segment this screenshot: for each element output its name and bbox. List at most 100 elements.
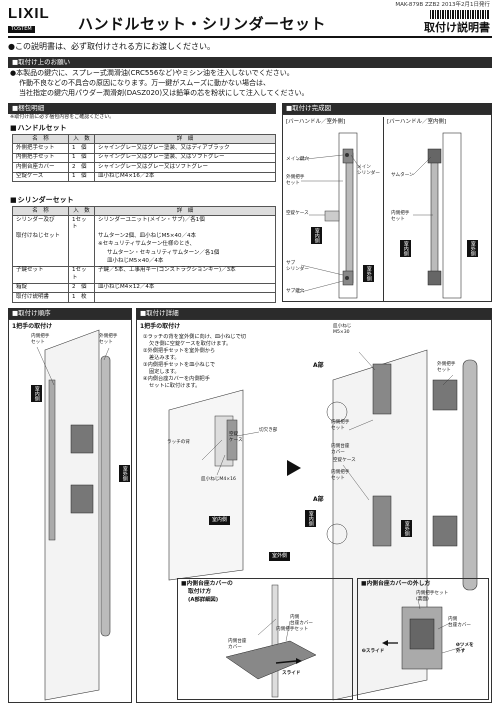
detail-step-line: セットに取付けます。: [149, 383, 201, 390]
table-cell: [68, 249, 95, 258]
screw-m4-label: 皿小ねじM4×16: [201, 477, 236, 482]
latch-back-label: ラッチの背: [167, 440, 190, 445]
notice: ●この説明書は、必ず取付けされる方にお渡しください。: [8, 42, 215, 51]
table-cell: 1 個: [68, 171, 95, 183]
table-cell: シャイングレー又はグレー塗装、又はディアブラック: [94, 143, 276, 154]
order-inner-handle-label: 内側把手 セット: [31, 334, 50, 345]
detail-step-line: 差込みます。: [149, 355, 180, 362]
detail-step-line: ④内側台座カバーを内側把手: [143, 376, 210, 383]
detail-inner-handle-label: 内側把手 セット: [331, 420, 350, 431]
left-caption: [バーハンドル／室外側]: [286, 119, 346, 125]
caution-heading: ■取付け上のお願い: [8, 57, 492, 68]
contents-heading: ■梱包明細: [8, 103, 276, 114]
sub-brand: TOSTEM: [8, 26, 35, 33]
column-header: 詳 細: [94, 133, 276, 145]
table-cell: ※セキュリティサムターン仕様のとき、: [94, 240, 276, 250]
table-cell: 内側台座カバー: [12, 162, 69, 173]
right-caption: [バーハンドル／室内側]: [387, 119, 447, 125]
barcode: [430, 10, 490, 19]
detail-outdoor-tag: 室外側: [269, 552, 291, 561]
table-cell: 内側把手セット: [12, 152, 69, 164]
cover-install-slide-label: スライド: [282, 671, 301, 676]
order-outdoor-tag: 室外側: [119, 465, 130, 482]
caution-line: ●本製品の鍵穴に、スプレー式潤滑油(CRC556など)やミシン油を注入しないでく…: [10, 69, 294, 77]
table-cell: 1 個: [68, 152, 95, 164]
brand-logo: LIXIL TOSTEM: [8, 4, 56, 33]
detail-step-line: ①ラッチの背を室外側に向け、皿小ねじで切: [143, 334, 246, 340]
table-cell: 子鍵セット: [12, 265, 69, 284]
table-cell: [68, 257, 95, 267]
screw-m5-label: 皿小ねじ M5×30: [333, 324, 352, 335]
outdoor-tag: 室外側: [363, 265, 374, 282]
completed-view-drawing: [296, 132, 462, 299]
detail-heading-text: 取付け詳細: [146, 309, 179, 317]
sub-key-hole-label: サブ鍵穴: [286, 289, 305, 294]
order-outer-handle-label: 外側把手 セット: [99, 334, 118, 345]
detail-step-line: 欠き側に空錠ケースを取付けます。: [149, 341, 232, 348]
handle-set-title: ハンドルセット: [10, 124, 67, 133]
contents-note: ※取付け前に必ず梱包内容をご確認ください。: [10, 114, 115, 120]
cover-install-panel: ■内側台座カバーの 取付け方 (A部詳細図) 内側把手セット 内側 台座カバー …: [177, 578, 353, 700]
doc-code: MAK-879B ZZB2 2013年2月1日発行: [395, 2, 490, 8]
completed-view-panel: [バーハンドル／室外側] [バーハンドル／室内側] メイン鍵穴 外側把手 セット…: [282, 114, 492, 302]
cover-install-cover-label-2: 内側台座 カバー: [228, 639, 247, 650]
inner-handle-label: 内側把手 セット: [391, 211, 410, 222]
table-cell: 取付け説明書: [12, 292, 69, 303]
table-cell: シリンダー及び: [12, 215, 69, 233]
table-cell: シャイングレー又はグレー又はソフトグレー: [94, 162, 276, 173]
completed-view-heading-text: 取付け完成図: [292, 104, 332, 112]
order-drawing: [36, 329, 111, 701]
column-header: 入 数: [68, 205, 95, 217]
table-cell: [68, 240, 95, 250]
part-a-label-2: A部: [313, 496, 324, 503]
cover-remove-tab-label: ❶ツメを 外す: [456, 643, 474, 654]
detail-drawing: [168, 349, 478, 701]
table-cell: [12, 257, 69, 267]
caution-line: 作動不良などの不具合の原因になります。万一鍵がスムーズに動かない場合は、: [19, 79, 270, 88]
table-cell: 2 個: [68, 282, 95, 294]
table-cell: 取付けねじセット: [12, 232, 69, 241]
cover-remove-title: ■内側台座カバーの外し方: [361, 581, 431, 587]
notch-label: 切欠き部: [259, 428, 278, 433]
outdoor-tag-2: 室外側: [467, 240, 478, 257]
main-cylinder-label: メイン シリンダー: [357, 165, 380, 176]
order-panel: 1把手の取付け 内側把手 セット 外側把手 セット 室内側 室外側: [8, 319, 132, 703]
detail-step-line: ②外側把手セットを室外側から: [143, 348, 216, 355]
detail-steps: ①ラッチの背を室外側に向け、皿小ねじで切 欠き側に空錠ケースを取付けます。 ②外…: [143, 334, 246, 390]
part-a-label: A部: [313, 362, 324, 369]
cover-remove-drawing: [382, 598, 463, 670]
table-cell: [94, 292, 276, 303]
table-row: ※セキュリティサムターン仕様のとき、: [12, 240, 276, 250]
column-header: 名 称: [12, 133, 69, 145]
cover-remove-handle-label: 内側把手セット (裏面): [416, 591, 449, 602]
column-header: 入 数: [68, 133, 95, 145]
indoor-tag-2: 室内側: [400, 240, 411, 257]
caution-text: ●本製品の鍵穴に、スプレー式潤滑油(CRC556など)やミシン油を注入しないでく…: [10, 68, 309, 98]
indoor-tag: 室内側: [311, 227, 322, 244]
detail-outer-handle-label: 外側把手 セット: [437, 362, 456, 373]
table-row: 皿小ねじM5×40／4本: [12, 257, 276, 267]
detail-heading: ■取付け詳細: [136, 308, 492, 319]
table-row: 取付けねじセットサムターン2個、皿小ねじM5×40／4本: [12, 232, 276, 241]
detail-inner-cover-label: 内側台座 カバー: [331, 444, 350, 455]
cover-install-handle-label: 内側把手セット: [276, 627, 309, 632]
table-cell: [68, 232, 95, 241]
table-cell: 1 枚: [68, 292, 95, 303]
top-rule: [8, 36, 492, 38]
page-title: ハンドルセット・シリンダーセット: [78, 15, 327, 33]
table-cell: 1 個: [68, 143, 95, 154]
detail-lock-case-label-2: 空錠ケース: [333, 458, 356, 463]
detail-indoor-tag-2: 室内側: [305, 510, 316, 527]
table-cell: 皿小ねじM5×40／4本: [94, 257, 276, 267]
order-heading-text: 取付け順序: [18, 309, 51, 317]
detail-step-line: 固定します。: [149, 369, 180, 376]
detail-inner-handle-label-2: 内側把手 セット: [331, 470, 350, 481]
order-step-title: 1把手の取付け: [12, 323, 53, 330]
